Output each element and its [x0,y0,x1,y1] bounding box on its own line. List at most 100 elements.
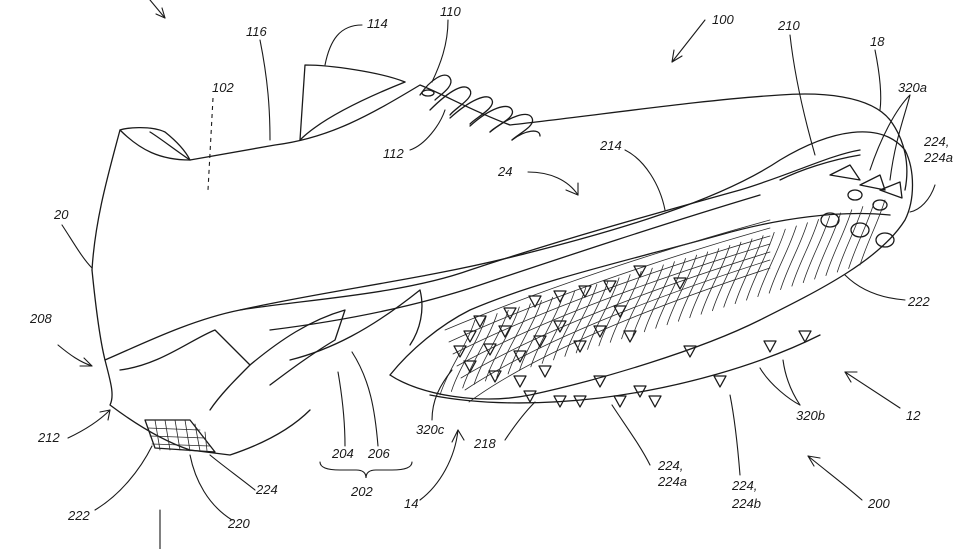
stud [553,395,567,408]
label-20: 20 [53,207,69,222]
stud [593,325,607,338]
label-218: 218 [473,436,496,451]
stud [453,345,467,358]
rib-cross-line [468,267,771,403]
rib-line [836,206,864,273]
rib-line [712,241,742,312]
reference-numerals: 100 110 114 116 102 112 210 18 320a 224,… [29,4,953,531]
stud [553,290,567,303]
stud [463,330,477,343]
label-206: 206 [367,446,390,461]
label-200: 200 [867,496,890,511]
label-320c: 320c [416,422,445,437]
stud [538,365,552,378]
rib-line [598,274,631,347]
label-222-bottom: 222 [67,508,90,523]
stud [623,330,637,343]
rib-line [780,222,808,290]
stud [513,375,527,388]
label-320b: 320b [796,408,825,423]
rib-line [768,225,797,294]
rib-line [757,228,786,298]
rib-cross-line [448,227,771,343]
rib-line [575,280,609,354]
heel-lattice [147,419,211,452]
stud [673,277,687,290]
stud [513,350,527,363]
stud [683,345,697,358]
sole-plate [104,131,914,456]
stud [498,325,512,338]
stud [463,360,477,373]
stud [528,295,542,308]
stud [603,280,617,293]
stud [593,375,607,388]
label-320a: 320a [898,80,927,95]
stud [573,340,587,353]
rib-line [643,261,675,333]
rib-line [450,316,487,392]
label-100: 100 [712,12,734,27]
stud [573,395,587,408]
rib-cross-line [460,251,771,379]
rib-line [439,319,476,396]
label-224-224b-line2: 224b [731,496,761,511]
rib-line [689,248,720,319]
rib-cross-line [444,219,771,331]
laces [419,74,541,141]
rib-line [632,264,664,336]
label-112: 112 [383,146,404,161]
rib-line [496,303,531,378]
rib-line [541,290,576,364]
shoe-upper [91,64,908,361]
rib-line [734,235,764,305]
label-224-224a-top-line2: 224a [923,150,953,165]
rib-line [791,219,819,287]
stud [578,285,592,298]
label-210: 210 [777,18,800,33]
label-208: 208 [29,311,52,326]
stud [648,395,662,408]
stud [633,265,647,278]
label-102: 102 [212,80,234,95]
label-204: 204 [331,446,354,461]
traction-studs [453,265,812,408]
stud [503,307,517,320]
rib-line [507,300,542,375]
label-24: 24 [497,164,512,179]
rib-line [859,199,886,266]
stud [633,385,647,398]
stud [553,320,567,333]
label-116: 116 [246,24,267,39]
rib-line [825,209,853,276]
stud [523,390,537,403]
label-110: 110 [440,4,461,19]
rib-line [519,296,553,371]
traction-ribs [439,199,886,403]
stud [798,330,812,343]
stud [613,305,627,318]
rib-line [485,306,520,382]
toe-cleats [779,154,903,248]
rib-cross-line [452,235,771,355]
rib-line [655,257,686,329]
stud [483,343,497,356]
label-224-224a-top-line1: 224, [923,134,949,149]
stud [613,395,627,408]
label-222-right: 222 [907,294,930,309]
label-114: 114 [367,16,388,31]
rib-line [564,283,598,357]
stud [763,340,777,353]
rib-line [848,202,875,269]
label-224-224a-bottom-line1: 224, [657,458,683,473]
rib-line [587,277,620,350]
stud [473,315,487,328]
label-14: 14 [404,496,418,511]
leader-lines [57,0,936,549]
rib-line [700,245,731,315]
label-220: 220 [227,516,250,531]
label-18: 18 [870,34,885,49]
rib-cross-line [456,243,771,367]
